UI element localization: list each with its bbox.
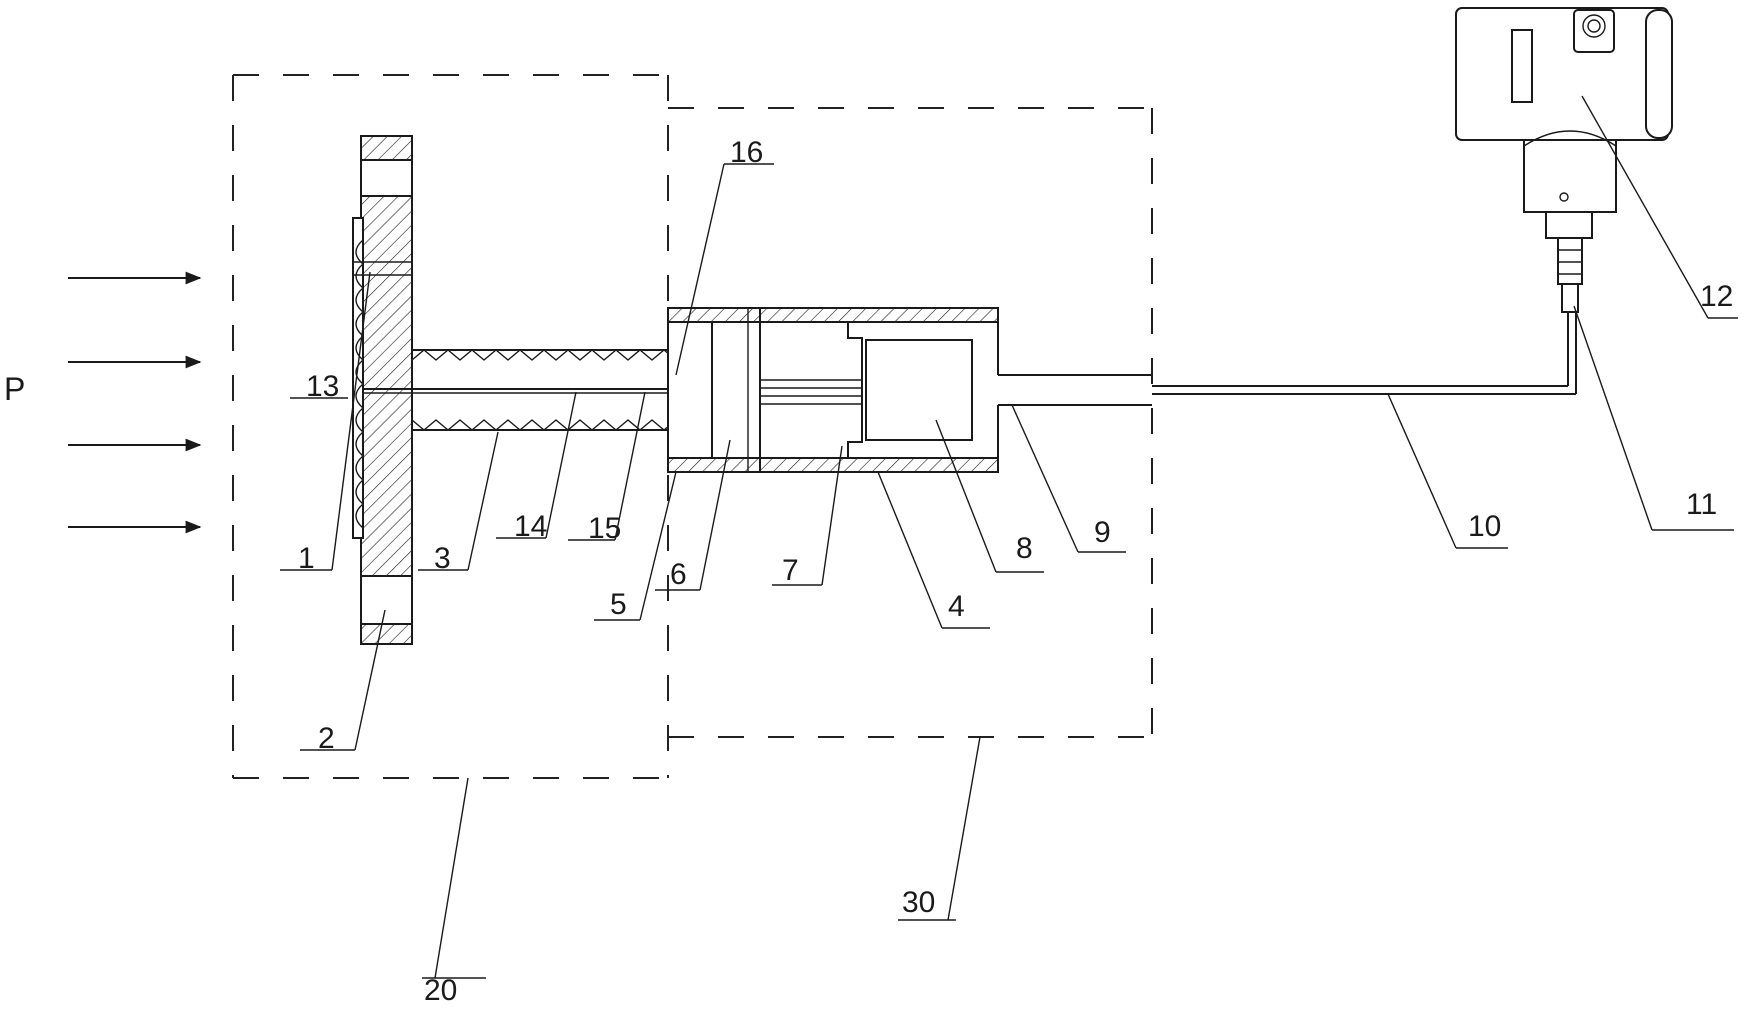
label-14: 14 [514, 510, 547, 543]
part-labels: 1 2 3 4 5 6 7 8 9 10 11 12 13 14 15 16 2… [298, 136, 1733, 1007]
pressure-label: P [4, 371, 25, 407]
transmitter [1455, 7, 1673, 313]
label-8: 8 [1016, 532, 1033, 565]
flange [360, 135, 413, 645]
label-12: 12 [1700, 280, 1733, 313]
label-4: 4 [948, 590, 965, 623]
enclosure-30 [668, 107, 1153, 738]
sensing-element [760, 321, 973, 458]
label-20: 20 [424, 974, 457, 1007]
threaded-rod [363, 349, 689, 431]
sensor-barrel [759, 307, 1152, 473]
label-11: 11 [1686, 488, 1717, 521]
label-3: 3 [434, 542, 451, 575]
label-9: 9 [1094, 516, 1111, 549]
label-6: 6 [670, 558, 687, 591]
label-7: 7 [782, 554, 799, 587]
capillary-tube [1152, 312, 1577, 395]
label-5: 5 [610, 588, 627, 621]
leader-lines [280, 95, 1738, 979]
pressure-arrows [68, 271, 202, 534]
label-30: 30 [902, 886, 935, 919]
label-1: 1 [298, 542, 315, 575]
diaphragm [352, 217, 412, 539]
label-16: 16 [730, 136, 763, 169]
label-2: 2 [318, 722, 335, 755]
label-13: 13 [306, 370, 339, 403]
label-15: 15 [588, 512, 621, 545]
label-10: 10 [1468, 510, 1501, 543]
piston-housing [667, 307, 761, 473]
